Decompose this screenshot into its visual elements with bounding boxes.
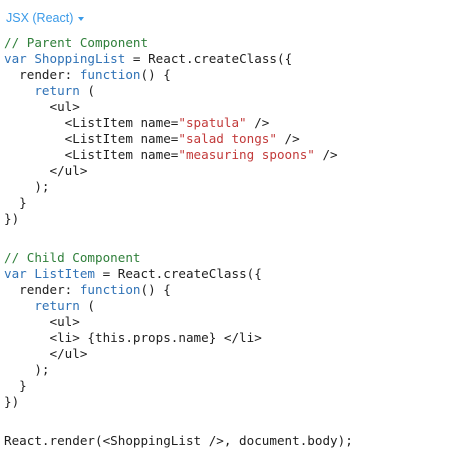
code-keyword: return [34,83,80,98]
code-comment: // Child Component [4,250,141,265]
code-token: = React.createClass({ [95,266,262,281]
code-keyword: return [34,298,80,313]
code-token: () { [140,67,171,82]
code-token: ); [4,179,50,194]
code-keyword: function [79,282,141,297]
code-keyword: function [79,67,141,82]
code-line: <ListItem name="measuring spoons" /> [4,147,353,163]
code-token: /> [276,131,300,146]
code-keyword: var [4,266,27,281]
code-token: <ul> [4,314,80,329]
code-line: } [4,195,353,211]
code-token: <li> {this.props.name} </li> [4,330,262,345]
code-token: <ListItem name= [4,147,179,162]
code-token: }) [4,211,20,226]
code-token: </ul> [4,346,88,361]
code-line: // Child Component [4,250,353,266]
code-line: return ( [4,298,353,314]
code-line [4,227,353,250]
code-string: "measuring spoons" [178,147,315,162]
code-line: var ShoppingList = React.createClass({ [4,51,353,67]
code-comment: // Parent Component [4,35,149,50]
code-line [4,410,353,433]
code-string: "spatula" [178,115,247,130]
chevron-down-icon[interactable] [78,17,85,21]
code-token: } [4,378,27,393]
code-token: render: [4,282,80,297]
code-token: /> [314,147,338,162]
code-token: ); [4,362,50,377]
code-token: } [4,195,27,210]
code-line: render: function() { [4,282,353,298]
code-token: </ul> [4,163,88,178]
code-token: /> [246,115,270,130]
code-line: return ( [4,83,353,99]
code-line: render: function() { [4,67,353,83]
code-line: <ListItem name="salad tongs" /> [4,131,353,147]
code-token: ( [79,298,96,313]
language-selector[interactable]: JSX (React) [6,9,85,27]
code-line: }) [4,394,353,410]
code-line: <ListItem name="spatula" /> [4,115,353,131]
code-keyword: var [4,51,27,66]
code-line: </ul> [4,346,353,362]
code-line: <ul> [4,314,353,330]
code-line: </ul> [4,163,353,179]
code-identifier: ListItem [34,266,96,281]
code-identifier: ShoppingList [34,51,126,66]
code-line: React.render(<ShoppingList />, document.… [4,433,353,449]
code-string: "salad tongs" [178,131,277,146]
code-token [4,83,34,98]
code-token [4,298,34,313]
language-selector-label[interactable]: JSX (React) [6,11,74,25]
code-token: <ListItem name= [4,115,179,130]
code-line: // Parent Component [4,35,353,51]
code-token: () { [140,282,171,297]
code-line: <li> {this.props.name} </li> [4,330,353,346]
code-token: }) [4,394,20,409]
code-token: <ul> [4,99,80,114]
code-line: ); [4,362,353,378]
code-line: } [4,378,353,394]
code-token: render: [4,67,80,82]
code-line: ); [4,179,353,195]
code-token: ( [79,83,96,98]
code-token: <ListItem name= [4,131,179,146]
code-token: = React.createClass({ [125,51,293,66]
code-line: }) [4,211,353,227]
code-line: <ul> [4,99,353,115]
code-token: React.render(<ShoppingList />, document.… [4,433,353,448]
code-line: var ListItem = React.createClass({ [4,266,353,282]
